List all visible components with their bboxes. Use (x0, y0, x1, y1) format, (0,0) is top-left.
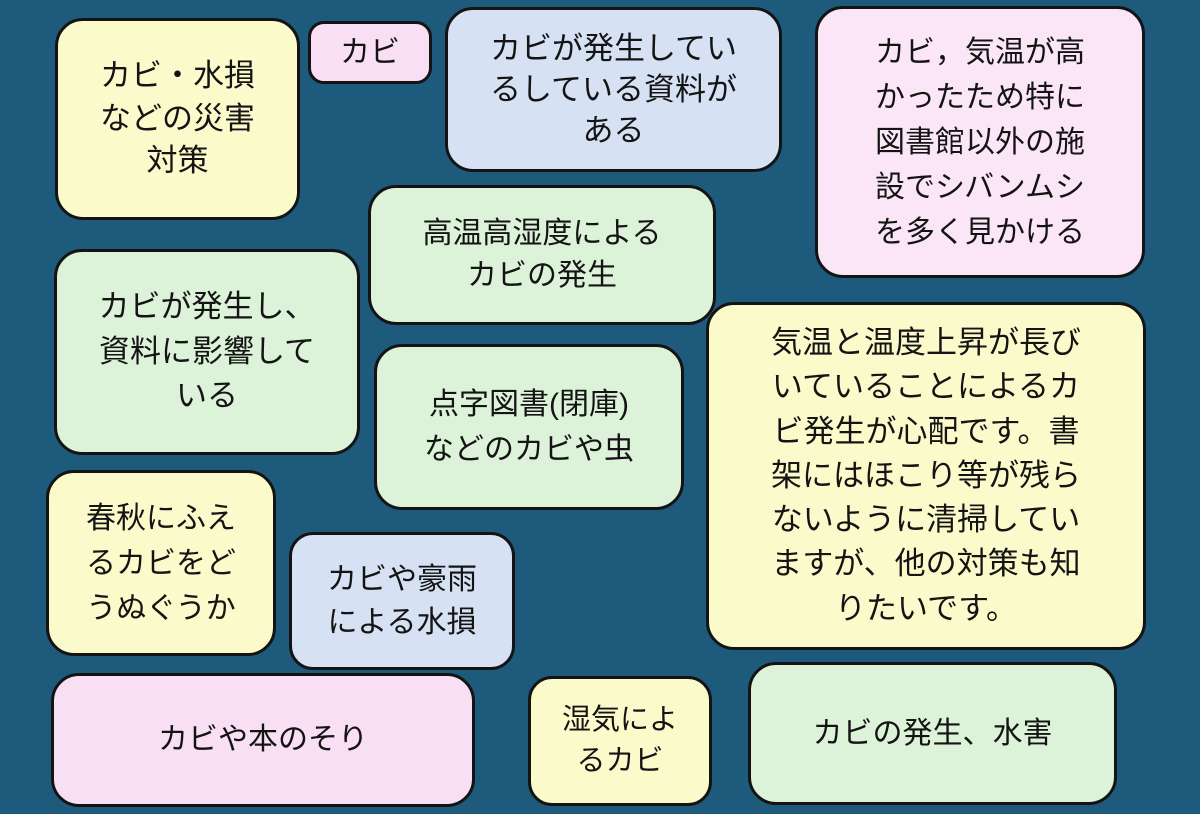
sticky-note-mold-heavy-rain-water-damage: カビや豪雨 による水損 (289, 532, 515, 670)
sticky-note-mold-book-warping: カビや本のそり (51, 673, 475, 807)
sticky-note-mold-affecting-materials: カビが発生し、 資料に影響して いる (54, 249, 360, 455)
sticky-note-disaster-countermeasures: カビ・水損 などの災害 対策 (55, 18, 300, 220)
sticky-note-spring-autumn-mold: 春秋にふえ るカビをど うぬぐうか (46, 470, 276, 656)
sticky-note-kabi-materials-exist: カビが発生してい るしている資料が ある (445, 7, 782, 172)
sticky-note-braille-books-mold-insects: 点字図書(閉庫) などのカビや虫 (374, 344, 684, 510)
sticky-note-humidity-mold: 湿気によ るカビ (528, 676, 712, 806)
sticky-note-high-temp-humidity-mold: 高温高湿度による カビの発生 (368, 185, 716, 325)
sticky-note-kabi-shibanmushi: カビ，気温が高 かったため特に 図書館以外の施 設でシバンムシ を多く見かける (815, 6, 1145, 278)
sticky-note-kabi-tag: カビ (308, 21, 432, 84)
sticky-note-mold-flood-damage: カビの発生、水害 (748, 662, 1117, 805)
sticky-note-long-heat-mold-worry: 気温と温度上昇が長び いていることによるカ ビ発生が心配です。書 架にはほこり等… (706, 302, 1146, 650)
